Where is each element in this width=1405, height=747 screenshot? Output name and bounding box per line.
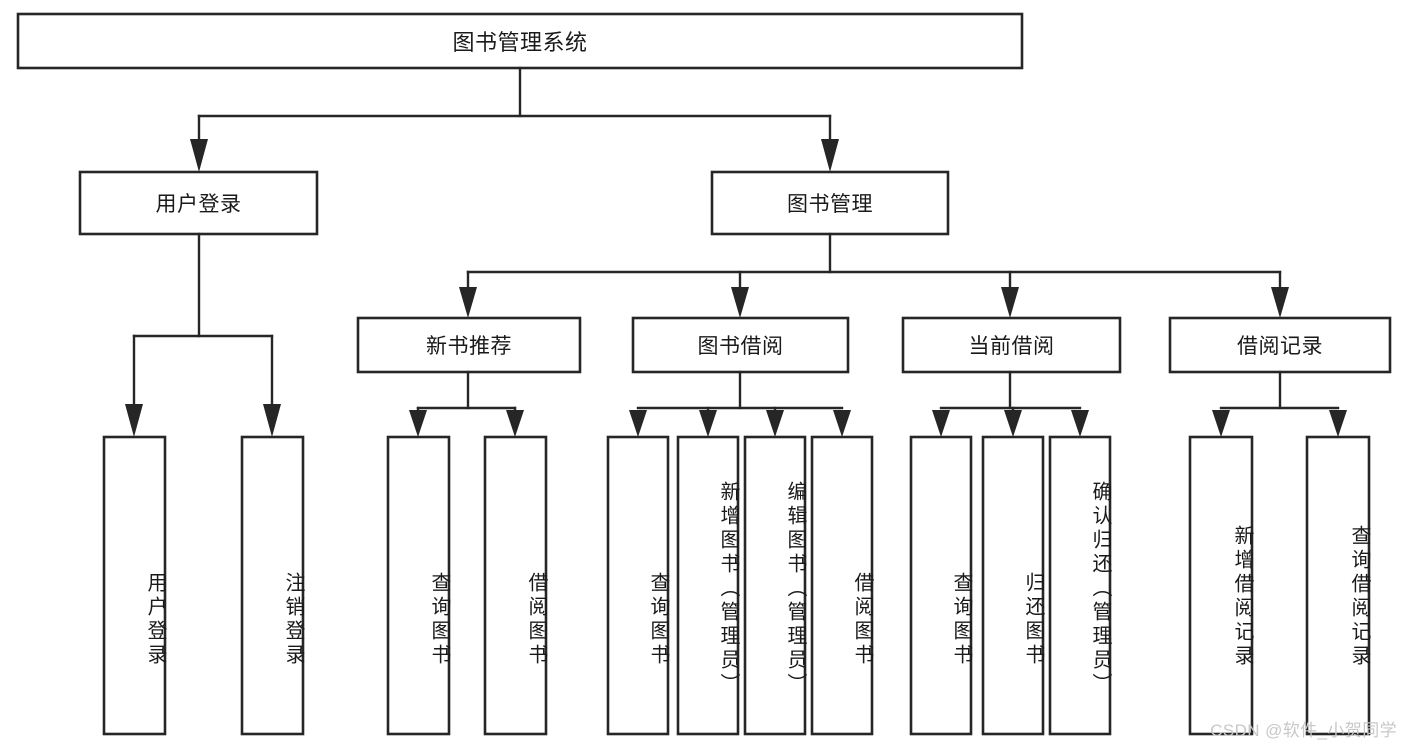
arrow-head-new-book-recommend: [459, 287, 477, 318]
arrow-head-recommend-leaf-1: [409, 410, 427, 437]
arrow-head-borrow-record: [1271, 287, 1289, 318]
watermark-text: CSDN @软件_小贺同学: [1210, 721, 1397, 740]
node-box-new-book-recommend[interactable]: [356, 316, 582, 374]
arrow-head-book-borrow: [731, 287, 749, 318]
arrow-head-record-leaf-2: [1329, 410, 1347, 437]
arrow-head-current-leaf-2: [1004, 410, 1022, 437]
arrow-head-book-mgmt: [821, 139, 839, 172]
node-box-book-borrow[interactable]: [631, 316, 850, 374]
node-box-current-borrow[interactable]: [901, 316, 1122, 374]
arrow-head-recommend-leaf-2: [506, 410, 524, 437]
arrow-head-leaf-logout: [263, 404, 281, 437]
arrow-head-borrow-leaf-4: [833, 410, 851, 437]
leaf-box-borrow-book[interactable]: [810, 435, 874, 736]
node-box-book-management[interactable]: [710, 170, 950, 236]
node-box-borrow-record[interactable]: [1168, 316, 1392, 374]
leaf-box-borrow-book-recommend[interactable]: [483, 435, 548, 736]
node-box-user-login[interactable]: [78, 170, 319, 236]
leaf-box-query-book-current[interactable]: [909, 435, 973, 736]
leaf-box-add-borrow-record[interactable]: [1188, 435, 1254, 736]
leaf-box-query-book-recommend[interactable]: [386, 435, 451, 736]
node-box-root[interactable]: [16, 12, 1024, 70]
leaf-box-user-login[interactable]: [102, 435, 167, 736]
arrow-head-borrow-leaf-1: [629, 410, 647, 437]
leaf-box-edit-book-admin[interactable]: [743, 435, 807, 736]
leaf-box-logout[interactable]: [240, 435, 305, 736]
arrow-head-user-login: [190, 139, 208, 172]
arrow-head-current-borrow: [1001, 287, 1019, 318]
leaf-box-add-book-admin[interactable]: [676, 435, 740, 736]
arrow-head-leaf-user-login: [125, 404, 143, 437]
leaf-box-return-book[interactable]: [981, 435, 1045, 736]
arrow-head-record-leaf-1: [1212, 410, 1230, 437]
arrow-head-borrow-leaf-2: [699, 410, 717, 437]
arrow-head-current-leaf-3: [1071, 410, 1089, 437]
arrow-head-current-leaf-1: [932, 410, 950, 437]
leaf-box-confirm-return-admin[interactable]: [1048, 435, 1112, 736]
leaf-box-query-book-borrow[interactable]: [606, 435, 670, 736]
leaf-box-query-borrow-record[interactable]: [1305, 435, 1371, 736]
arrow-head-borrow-leaf-3: [766, 410, 784, 437]
